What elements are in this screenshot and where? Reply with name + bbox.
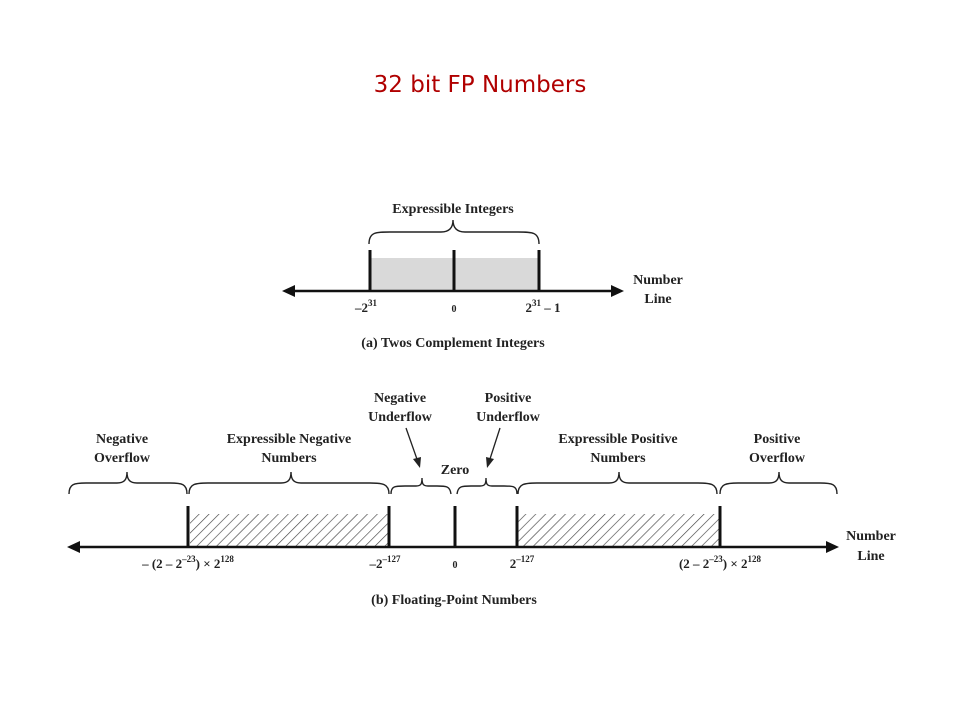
integer-axis-right-arrow — [611, 285, 624, 297]
positive-underflow-pointer — [488, 427, 501, 463]
expressible-positive-label-line1: Expressible Positive — [558, 432, 677, 447]
integer-axis-label-line2: Line — [644, 292, 671, 307]
zero-region-label: Zero — [441, 463, 470, 478]
part-b-floating-point: Negative Overflow Expressible Negative N… — [67, 391, 896, 608]
positive-underflow-label-line1: Positive — [485, 391, 532, 406]
expressible-integers-label: Expressible Integers — [392, 202, 514, 217]
negative-underflow-label-line1: Negative — [374, 391, 426, 406]
float-axis-left-arrow — [67, 541, 80, 553]
slide-title: 32 bit FP Numbers — [373, 72, 587, 98]
positive-overflow-brace — [719, 471, 838, 495]
float-pos-max-tick: (2 – 2–23) × 2128 — [679, 554, 762, 571]
negative-underflow-label-line2: Underflow — [368, 410, 433, 425]
negative-overflow-label-line2: Overflow — [94, 451, 151, 466]
positive-underflow-brace — [456, 477, 518, 495]
expressible-positive-label-line2: Numbers — [590, 451, 646, 466]
part-a-twos-complement: Expressible Integers –231 0 231 – 1 Numb… — [282, 202, 683, 351]
float-axis-right-arrow — [826, 541, 839, 553]
expressible-positive-range — [518, 514, 719, 546]
negative-underflow-arrowhead — [413, 457, 421, 468]
positive-underflow-label-line2: Underflow — [476, 410, 541, 425]
positive-overflow-label-line1: Positive — [754, 432, 801, 447]
negative-underflow-brace — [390, 477, 452, 495]
positive-overflow-label-line2: Overflow — [749, 451, 806, 466]
negative-overflow-label-line1: Negative — [96, 432, 148, 447]
integer-axis-label-line1: Number — [633, 273, 683, 288]
float-axis-label-line1: Number — [846, 529, 896, 544]
expressible-positive-brace — [517, 471, 718, 495]
float-pos-min-tick: 2–127 — [510, 554, 535, 571]
float-neg-min-tick: –2–127 — [369, 554, 402, 571]
expressible-negative-brace — [188, 471, 390, 495]
float-axis-label-line2: Line — [857, 549, 884, 564]
expressible-integers-brace — [368, 219, 540, 245]
negative-overflow-brace — [68, 471, 188, 495]
part-b-caption: (b) Floating-Point Numbers — [371, 593, 537, 608]
expressible-negative-range — [190, 514, 389, 546]
expressible-negative-label-line1: Expressible Negative — [227, 432, 352, 447]
expressible-negative-label-line2: Numbers — [261, 451, 317, 466]
integer-max-tick: 231 – 1 — [526, 298, 561, 315]
float-zero-tick: 0 — [453, 560, 458, 571]
integer-min-tick: –231 — [354, 298, 378, 315]
integer-zero-tick: 0 — [452, 304, 457, 315]
integer-axis-left-arrow — [282, 285, 295, 297]
negative-underflow-pointer — [405, 427, 419, 463]
float-neg-max-tick: – (2 – 2–23) × 2128 — [141, 554, 234, 571]
part-a-caption: (a) Twos Complement Integers — [361, 336, 545, 351]
positive-underflow-arrowhead — [486, 457, 494, 468]
